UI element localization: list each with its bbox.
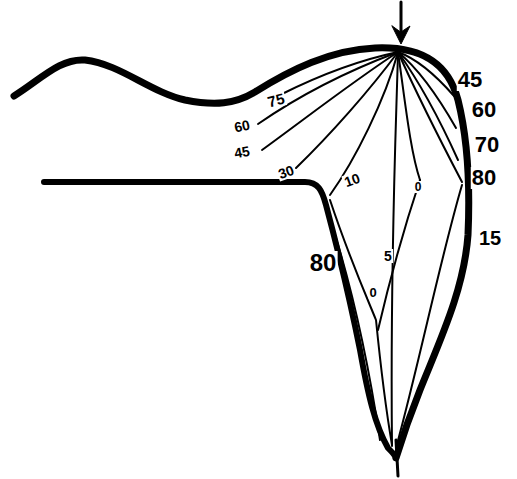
stress-value: 70 (474, 134, 500, 156)
stress-value: 30 (275, 162, 296, 181)
arrow-head (392, 26, 410, 44)
stress-value: 5 (383, 249, 393, 263)
stress-value: 80 (309, 251, 338, 275)
stress-value: 60 (471, 99, 497, 121)
stress-value: 10 (341, 170, 362, 189)
root-outline (44, 182, 396, 458)
stress-lines (258, 52, 462, 448)
stress-value: 45 (232, 144, 252, 161)
stress-value: 0 (414, 181, 423, 193)
stress-value: 0 (368, 286, 377, 299)
stress-value: 60 (232, 117, 252, 134)
stress-value: 80 (471, 167, 497, 189)
stress-value: 45 (457, 69, 483, 91)
stress-value: 15 (478, 228, 502, 248)
crown-outline (14, 48, 469, 458)
